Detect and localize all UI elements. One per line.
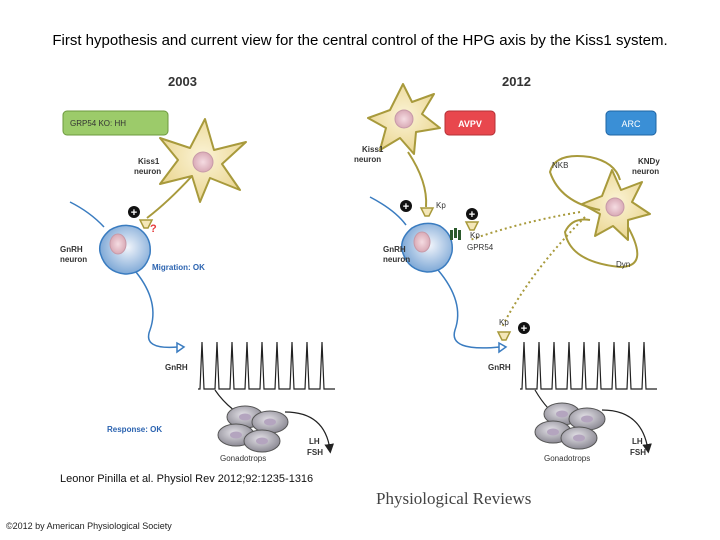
kp-label-3: Kp <box>499 318 509 327</box>
kiss1-neuron-avpv <box>367 83 441 208</box>
plus-icon-2012-b: + <box>466 208 478 221</box>
plus-sign-a: + <box>403 201 409 213</box>
grp54-ko-box: GRP54 KO: HH <box>62 110 169 136</box>
kp-label-1: Kp <box>436 201 446 210</box>
arrow-lh-fsh-2012 <box>601 409 652 454</box>
citation: Leonor Pinilla et al. Physiol Rev 2012;9… <box>60 473 314 485</box>
kp-terminal-kndy <box>464 221 480 231</box>
plus-icon-2003: + <box>128 206 140 219</box>
response-label: Response: OK <box>107 425 162 434</box>
fsh-label-2003: FSH <box>307 448 323 457</box>
gonadotrops-label-2012: Gonadotrops <box>544 454 590 463</box>
nkb-label: NKB <box>552 161 568 170</box>
gnrh-label-2012-b: neuron <box>383 255 410 264</box>
migration-label: Migration: OK <box>152 263 205 272</box>
arc-label: ARC <box>621 119 641 129</box>
gnrh-label-2003-b: neuron <box>60 255 87 264</box>
kndy-label-a: KNDy <box>638 157 660 166</box>
fsh-label-2012: FSH <box>630 448 646 457</box>
page-title: First hypothesis and current view for th… <box>52 32 668 49</box>
plus-icon-2012-a: + <box>400 200 412 213</box>
kiss1-label-2012-b: neuron <box>354 155 381 164</box>
gonadotrop-cells-2003 <box>217 405 289 453</box>
journal-logo: Physiological Reviews <box>376 489 532 508</box>
gpr54-receptor <box>450 228 461 240</box>
gnrh-label-2012-a: GnRH <box>383 245 406 254</box>
kp-label-2: Kp <box>470 231 480 240</box>
gnrh-label-2003-a: GnRH <box>60 245 83 254</box>
arc-box: ARC <box>605 110 657 136</box>
gpr54-label: GPR54 <box>467 243 494 252</box>
plus-sign-c: + <box>521 323 527 335</box>
year-2003: 2003 <box>168 74 197 89</box>
pulse-trace-2012 <box>520 341 657 390</box>
kiss1-label-2012-a: Kiss1 <box>362 145 384 154</box>
arrow-lh-fsh-2003 <box>284 411 334 454</box>
plus-sign-b: + <box>469 209 475 221</box>
plus-sign: + <box>131 207 137 219</box>
gonadotrop-cells-2012 <box>534 402 606 450</box>
lh-label-2012: LH <box>632 437 643 446</box>
kiss1-terminal-2003 <box>138 219 154 229</box>
kp-terminal-axon <box>496 331 512 341</box>
avpv-box: AVPV <box>444 110 496 136</box>
plus-icon-2012-c: + <box>518 322 530 335</box>
year-2012: 2012 <box>502 74 531 89</box>
kp-terminal-avpv <box>419 207 435 217</box>
kndy-label-b: neuron <box>632 167 659 176</box>
gonadotrops-label-2003: Gonadotrops <box>220 454 266 463</box>
pulse-trace-2003 <box>198 341 335 390</box>
dyn-label: Dyn <box>616 260 630 269</box>
kiss1-diagram: 2003 GRP54 KO: HH Kiss1 neuron + ? GnR <box>60 74 660 463</box>
gnrh-neuron-2003 <box>69 201 186 354</box>
question-mark: ? <box>150 223 157 235</box>
kiss1-label-2003-b: neuron <box>134 167 161 176</box>
copyright: ©2012 by American Physiological Society <box>6 521 172 531</box>
panel-2012: 2012 AVPV ARC Kiss1 neuron + Kp <box>354 74 660 463</box>
lh-label-2003: LH <box>309 437 320 446</box>
avpv-label: AVPV <box>458 119 482 129</box>
kiss1-label-2003-a: Kiss1 <box>138 157 160 166</box>
grp54-ko-label: GRP54 KO: HH <box>70 119 126 128</box>
gnrh-terminal-label-2012: GnRH <box>488 363 511 372</box>
gnrh-neuron-2012 <box>369 196 508 354</box>
kiss1-neuron-2003 <box>146 118 247 219</box>
gnrh-terminal-label-2003: GnRH <box>165 363 188 372</box>
panel-2003: 2003 GRP54 KO: HH Kiss1 neuron + ? GnR <box>60 74 335 463</box>
kndy-neuron <box>469 155 651 328</box>
